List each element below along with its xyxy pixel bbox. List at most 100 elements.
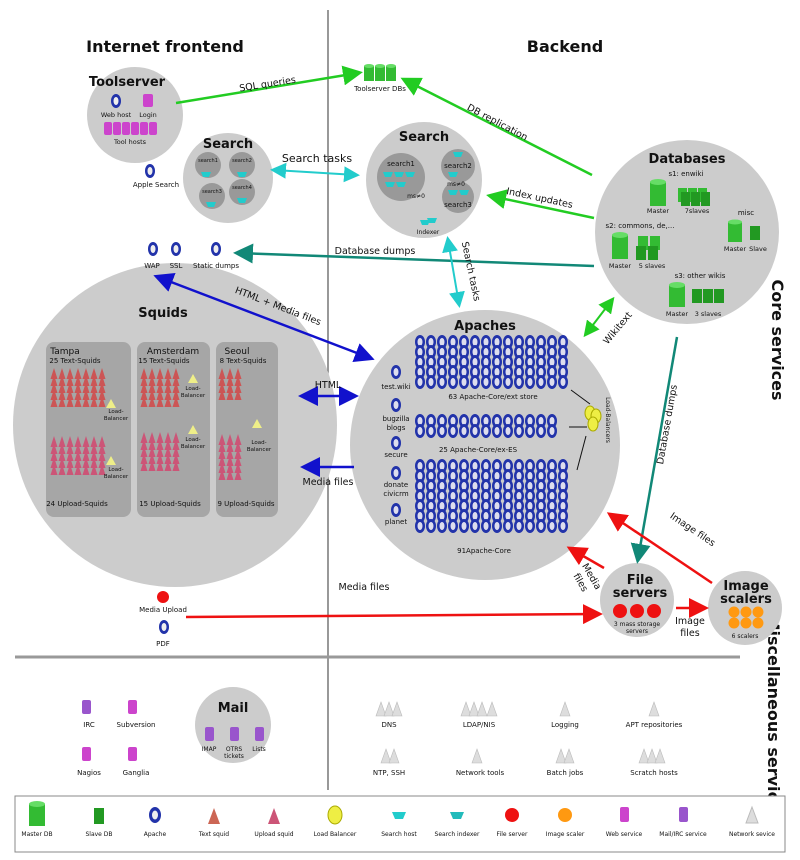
squid-cone — [50, 436, 58, 447]
lb-seoul-a: Load- — [251, 440, 266, 446]
squid-cone — [90, 389, 98, 400]
apache-ring-hole — [505, 462, 511, 470]
edge-index-updates — [486, 189, 595, 220]
apache-ring-hole — [483, 482, 489, 490]
apache-ring-hole — [428, 378, 434, 386]
apache-ring-hole — [450, 462, 456, 470]
squid-cone — [66, 457, 74, 468]
apache-ring-hole — [428, 427, 434, 435]
apache-ring-hole — [472, 522, 478, 530]
lb-arrow-down — [576, 435, 587, 471]
network-service-icon — [476, 701, 488, 717]
apache-ring-hole — [560, 338, 566, 346]
mail-otrs1: OTRS — [226, 746, 243, 753]
apache-ring-hole — [494, 522, 500, 530]
apache-ring-hole — [494, 368, 500, 376]
apache-ring-hole — [417, 502, 423, 510]
squid-cone — [148, 432, 156, 443]
apache-ring-hole — [472, 348, 478, 356]
squid-cone — [140, 439, 148, 450]
legend-load-balancer: Load Balancer — [314, 831, 357, 838]
mail-otrs2: tickets — [224, 753, 244, 760]
misc-nettools: Network tools — [456, 769, 505, 777]
squid-cone — [90, 382, 98, 393]
ssl-label: SSL — [170, 262, 183, 270]
apache-ring-hole — [483, 338, 489, 346]
edge-html-media — [153, 273, 375, 362]
lb-ams-2b: Balancer — [181, 444, 206, 450]
squid-cone — [82, 382, 90, 393]
toolserver-webhost-label: Web host — [101, 111, 132, 119]
squid-cone — [66, 450, 74, 461]
apache-ring-hole — [472, 502, 478, 510]
squid-cone — [148, 446, 156, 457]
squid-cone — [74, 457, 82, 468]
squid-cone — [74, 396, 82, 407]
squid-cone — [58, 382, 66, 393]
apache-ring-hole — [472, 417, 478, 425]
squid-cone — [148, 368, 156, 379]
apache-ring-hole — [417, 492, 423, 500]
squid-cone — [172, 382, 180, 393]
squid-cone — [172, 389, 180, 400]
squid-cone — [156, 368, 164, 379]
file-servers-title1: File — [627, 573, 654, 588]
apache-ring-hole — [439, 358, 445, 366]
squid-cone — [58, 443, 66, 454]
apache-ring-hole — [428, 482, 434, 490]
apache-ring-hole — [461, 462, 467, 470]
databases-title: Databases — [649, 152, 726, 167]
apache-ring-hole — [439, 512, 445, 520]
apache-ring-hole — [472, 427, 478, 435]
image-scaler-icons — [728, 606, 764, 629]
apple-search-label: Apple Search — [133, 181, 179, 189]
squid-cone — [50, 450, 58, 461]
toolserver-dbs-label: Toolserver DBs — [353, 85, 406, 93]
edge-search-tasks-label: Search tasks — [282, 152, 352, 165]
squid-cone — [90, 396, 98, 407]
apache-ring-hole — [527, 417, 533, 425]
misc-ldap: LDAP/NIS — [463, 721, 496, 729]
misc-scratch: Scratch hosts — [630, 769, 678, 777]
static-dumps-label: Static dumps — [193, 262, 239, 270]
squid-cone — [90, 443, 98, 454]
apache-ring-hole — [527, 427, 533, 435]
squid-cone — [164, 382, 172, 393]
apache-ring-hole — [483, 472, 489, 480]
apaches-title: Apaches — [454, 319, 516, 334]
network-service-icon — [383, 701, 395, 717]
squid-cone — [90, 368, 98, 379]
apache-ring-hole — [549, 462, 555, 470]
squid-cone — [234, 469, 242, 480]
apache-ring-hole — [549, 502, 555, 510]
edge-database-dumps — [233, 243, 595, 268]
apache-ring-hole — [461, 502, 467, 510]
apache-ring-hole — [549, 378, 555, 386]
apache-ring-hole — [494, 502, 500, 510]
apache-ring-hole — [516, 482, 522, 490]
apache-ring-hole — [527, 358, 533, 366]
db-misc-icons — [728, 219, 760, 242]
apache-ring-hole — [538, 358, 544, 366]
apache-ring-hole — [549, 482, 555, 490]
misc-logging: Logging — [551, 721, 579, 729]
db-misc: misc — [738, 209, 754, 217]
network-service-icon — [654, 748, 666, 764]
apache-core-es-label: 25 Apache-Core/ex-ES — [439, 446, 518, 454]
apache-ring-hole — [527, 348, 533, 356]
edge-sql-queries — [175, 65, 363, 105]
db-s1-slaves: 7slaves — [685, 207, 710, 215]
apache-ring-hole — [417, 358, 423, 366]
apache-ring-hole — [439, 368, 445, 376]
edge-media-files2-label: Media files — [339, 582, 390, 593]
apache-ring-hole — [549, 348, 555, 356]
search-front-node-1: search1 — [198, 158, 218, 164]
amsterdam-panel — [137, 342, 210, 517]
apache-ring-hole — [505, 512, 511, 520]
apache-ring-hole — [428, 502, 434, 510]
network-service-icon — [471, 748, 483, 764]
squid-cone — [66, 396, 74, 407]
wap-ssl-static-icons — [148, 242, 221, 256]
apache-ring-hole — [461, 368, 467, 376]
squid-cone — [218, 462, 226, 473]
